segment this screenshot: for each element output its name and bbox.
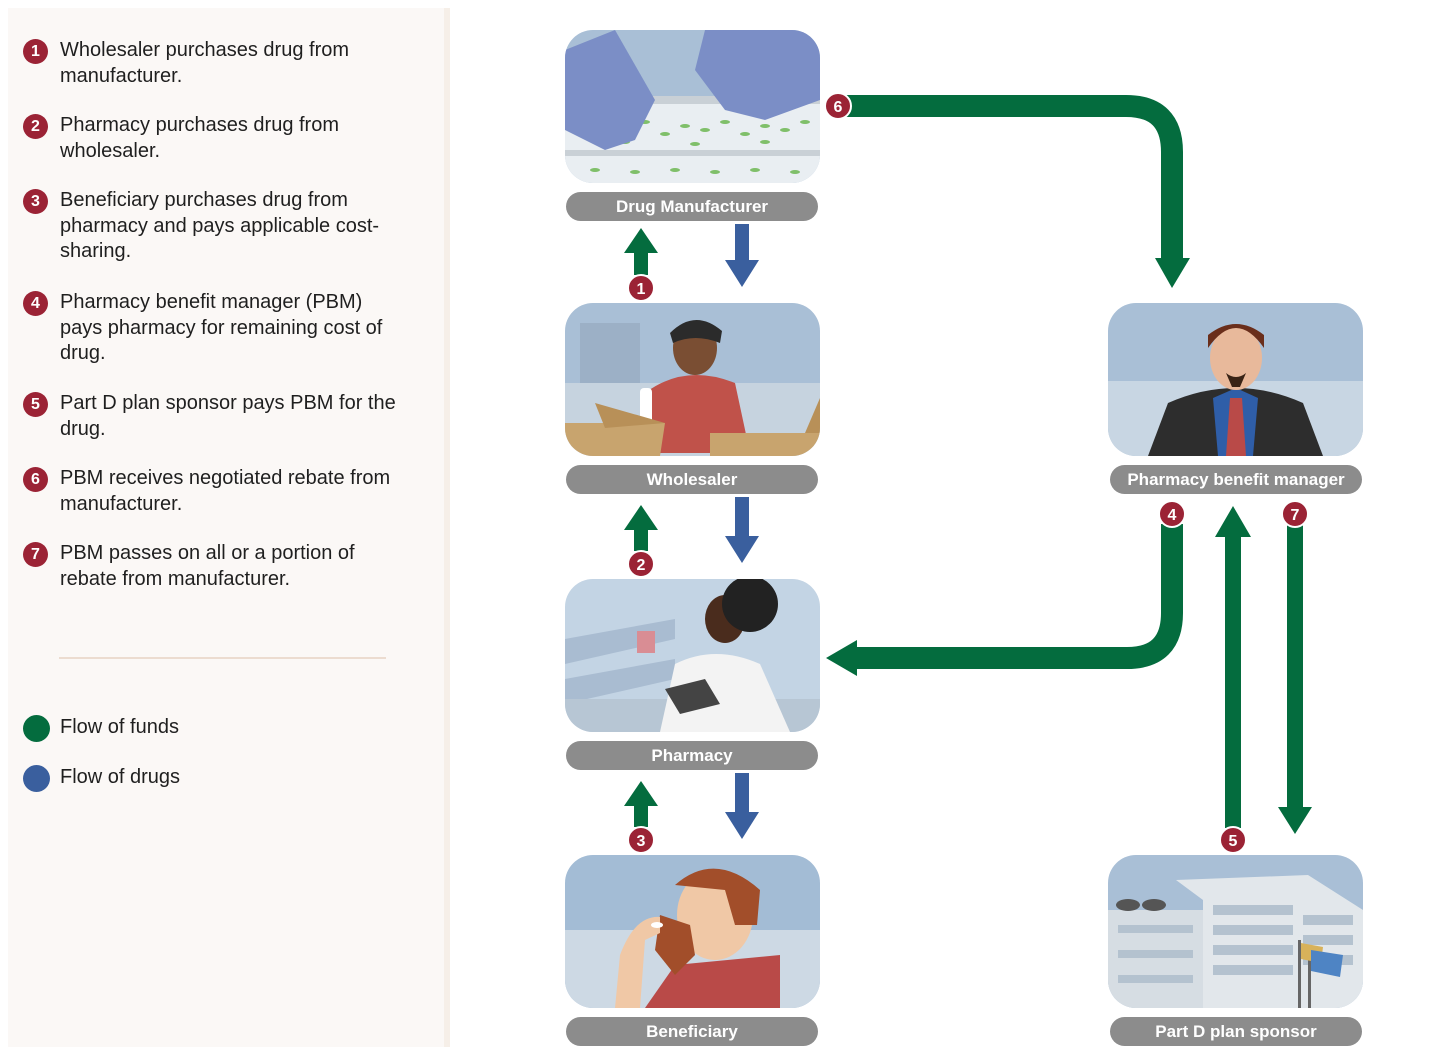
step-description: Part D plan sponsor pays PBM for the dru… [60, 392, 396, 440]
step-3: 3 Beneficiary purchases drug from pharma… [23, 188, 393, 266]
drugs-arrow-1 [725, 224, 759, 287]
step-number-badge: 6 [23, 467, 48, 492]
step-1: 1 Wholesaler purchases drug from manufac… [23, 38, 393, 90]
svg-text:1: 1 [637, 281, 646, 298]
legend-panel: 1 Wholesaler purchases drug from manufac… [8, 8, 450, 1047]
diagram-badge-6: 6 [824, 92, 852, 120]
funds-arrowhead-6 [1155, 258, 1190, 288]
manufacturer-illustration [565, 30, 820, 183]
funds-path-4 [855, 524, 1183, 669]
svg-text:4: 4 [1168, 507, 1177, 524]
wholesaler-illustration [565, 303, 820, 456]
step-description: PBM passes on all or a portion of rebate… [60, 542, 355, 590]
step-number-badge: 2 [23, 114, 48, 139]
diagram-badge-7: 7 [1281, 500, 1309, 528]
legend-drugs-label: Flow of drugs [60, 766, 181, 788]
drugs-arrow-2 [725, 497, 759, 563]
funds-arrow-1 [624, 228, 658, 275]
step-number-badge: 7 [23, 542, 48, 567]
worker-with-boxes-icon [565, 303, 820, 456]
funds-arrowhead-4 [826, 640, 857, 676]
svg-text:2: 2 [637, 557, 646, 574]
funds-arrow-7 [1278, 524, 1312, 834]
businessman-icon [1108, 303, 1363, 456]
sponsor-illustration [1108, 855, 1363, 1008]
step-5: 5 Part D plan sponsor pays PBM for the d… [23, 391, 396, 443]
svg-text:7: 7 [1291, 507, 1300, 524]
step-2: 2 Pharmacy purchases drug from wholesale… [23, 113, 393, 165]
diagram-badge-1: 1 [627, 274, 655, 302]
step-description: PBM receives negotiated rebate from manu… [60, 467, 391, 515]
svg-text:3: 3 [637, 833, 646, 850]
diagram-badge-4: 4 [1158, 500, 1186, 528]
pharmacist-icon [565, 579, 820, 732]
drugs-arrow-3 [725, 773, 759, 839]
step-6: 6 PBM receives negotiated rebate from ma… [23, 466, 393, 518]
pbm-illustration [1108, 303, 1363, 456]
step-number-badge: 3 [23, 189, 48, 214]
funds-arrow-3 [624, 781, 658, 827]
funds-arrow-5 [1215, 506, 1251, 828]
beneficiary-illustration [565, 855, 820, 1008]
wholesaler-label: Wholesaler [566, 465, 818, 494]
pbm-label: Pharmacy benefit manager [1110, 465, 1362, 494]
step-number-badge: 4 [23, 291, 48, 316]
svg-text:6: 6 [834, 99, 843, 116]
diagram-badge-5: 5 [1219, 826, 1247, 854]
man-taking-pill-icon [565, 855, 820, 1008]
step-number-badge: 1 [23, 39, 48, 64]
gloved-hands-pills-icon [565, 30, 820, 183]
manufacturer-label: Drug Manufacturer [566, 192, 818, 221]
step-4: 4 Pharmacy benefit manager (PBM) pays ph… [23, 290, 393, 368]
beneficiary-label: Beneficiary [566, 1017, 818, 1046]
funds-path-6 [835, 95, 1183, 260]
step-description: Beneficiary purchases drug from pharmacy… [60, 189, 380, 262]
step-description: Pharmacy purchases drug from wholesaler. [60, 114, 340, 162]
funds-color-swatch [23, 715, 50, 742]
pharmacy-illustration [565, 579, 820, 732]
step-description: Pharmacy benefit manager (PBM) pays phar… [60, 291, 383, 364]
legend-divider [59, 657, 386, 659]
sponsor-label: Part D plan sponsor [1110, 1017, 1362, 1046]
funds-arrow-2 [624, 505, 658, 551]
step-7: 7 PBM passes on all or a portion of reba… [23, 541, 393, 593]
svg-text:5: 5 [1229, 833, 1238, 850]
diagram-badge-3: 3 [627, 826, 655, 854]
step-description: Wholesaler purchases drug from manufactu… [60, 39, 350, 87]
step-number-badge: 5 [23, 392, 48, 417]
pharmacy-label: Pharmacy [566, 741, 818, 770]
diagram-badge-2: 2 [627, 550, 655, 578]
legend-funds-label: Flow of funds [60, 716, 179, 738]
office-building-icon [1108, 855, 1363, 1008]
drugs-color-swatch [23, 765, 50, 792]
